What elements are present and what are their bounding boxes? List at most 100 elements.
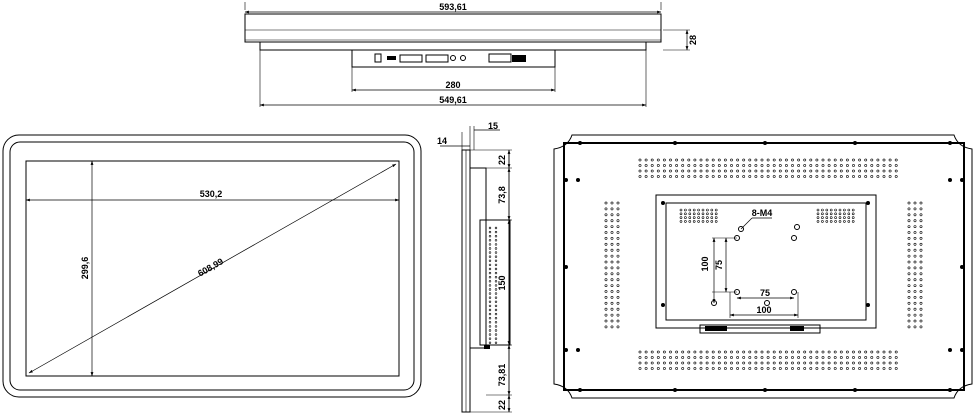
vent-hole [656,164,660,167]
vent-hole [494,337,498,340]
side-vent-holes [488,226,498,344]
vent-hole [809,356,813,359]
vent-hole [876,175,880,178]
vent-hole [687,169,691,173]
vent-hole [907,219,911,223]
vent-hole [815,361,819,365]
vent-hole [864,361,868,365]
speaker-hole [710,216,714,219]
screw-hole [661,201,665,205]
screw-hole [763,141,767,145]
vent-hole [699,175,703,178]
vent-hole [610,319,614,323]
vent-hole [669,361,672,365]
vent-hole [488,329,492,332]
vent-hole [687,158,691,162]
vent-hole [919,213,923,217]
speaker-hole [843,216,846,219]
vent-hole [705,356,709,359]
vent-hole [913,260,917,264]
screw-hole [960,265,964,269]
vent-hole [650,164,654,167]
vent-hole [488,259,492,262]
vent-hole [488,317,492,320]
vent-hole [675,164,679,167]
vent-hole [681,350,685,354]
vent-hole [876,367,880,370]
vent-hole [870,356,874,359]
vesa-area [665,202,867,321]
vent-hole [488,341,492,344]
vent-hole [864,175,868,178]
vent-hole [833,350,837,354]
vent-hole [711,356,715,359]
vent-hole [488,263,492,267]
vent-hole [815,367,819,370]
bottom-connector-strip [699,324,821,334]
vent-hole [663,350,666,354]
vent-hole [785,169,788,173]
vent-hole [833,169,837,173]
vent-hole [675,367,679,370]
vent-hole [656,356,660,359]
vent-hole [919,207,923,211]
vent-hole [919,284,923,288]
vent-hole [494,276,498,279]
vent-hole [488,255,492,258]
vent-hole [772,350,776,354]
vent-hole [748,175,752,178]
vent-hole [785,361,788,365]
vent-hole [705,361,709,365]
speaker-hole [692,212,696,216]
vent-hole [644,361,648,365]
speaker-hole [688,212,692,216]
vent-hole [717,356,721,359]
vent-hole [494,239,498,242]
vent-hole [681,367,685,370]
vent-hole [839,175,843,178]
vent-hole [494,321,498,324]
speaker-hole [701,220,705,223]
vent-hole [791,367,794,370]
screw-hole [564,348,568,352]
vent-hole [754,367,758,370]
vent-hole [760,164,764,167]
vent-hole [864,158,868,162]
vent-hole [494,271,498,275]
vent-hole [919,278,923,282]
vent-hole [699,169,703,173]
speaker-hole [706,220,709,223]
vent-hole [663,158,666,162]
vent-hole [809,175,813,178]
vent-hole [815,169,819,173]
vent-hole [616,236,620,240]
vent-hole [711,361,715,365]
speaker-hole [816,208,820,212]
vent-hole [919,242,923,246]
vent-hole [711,169,715,173]
vent-hole [494,296,498,299]
vent-hole [882,367,886,370]
vent-hole [724,158,727,162]
vent-hole [907,272,911,276]
vent-hole [913,313,917,317]
speaker-hole [701,212,705,216]
vent-hole [760,175,764,178]
rear-view: 8-M4 100 75 75 100 [553,134,973,399]
vent-hole [616,225,620,229]
vent-hole [604,278,608,282]
speaker-hole [847,208,851,212]
vent-hole [494,280,498,283]
back-plate [655,194,877,329]
vent-hole [488,226,492,230]
vent-hole [693,158,697,162]
vent-hole [864,367,868,370]
vent-hole [894,356,898,359]
vent-hole [821,356,825,359]
vent-hole [846,361,849,365]
vent-hole [724,361,727,365]
vent-hole [858,350,862,354]
vent-hole [656,367,660,370]
vent-hole [852,350,855,354]
vent-hole [919,319,923,323]
